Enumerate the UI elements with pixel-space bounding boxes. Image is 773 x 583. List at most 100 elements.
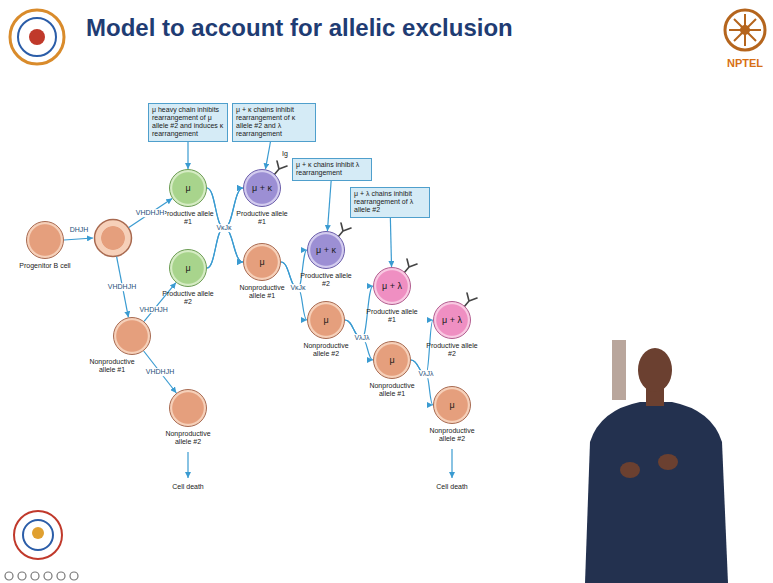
fate-label: Cell death <box>436 483 468 491</box>
chain-label: μ <box>185 183 190 193</box>
nav-icon <box>70 572 78 580</box>
nav-icons <box>5 572 78 580</box>
rearrangement-label: VλJλ <box>417 370 434 378</box>
b-cell: Progenitor B cell <box>26 221 64 259</box>
rearrangement-label: VλJλ <box>353 334 370 342</box>
bottom-logo <box>14 511 62 559</box>
presenter-hand <box>620 462 640 478</box>
rearrangement-label: VκJκ <box>215 224 232 232</box>
rearrangement-label: DHJH <box>69 226 90 234</box>
callout-text: μ + κ chains inhibit rearrangement of κ … <box>236 106 312 138</box>
nav-icon <box>5 572 13 580</box>
ig-label: Ig <box>282 150 288 158</box>
logo-core <box>740 25 750 35</box>
nav-icon <box>18 572 26 580</box>
video-glitch <box>612 340 626 400</box>
allele-label: Productive allele #1 <box>232 210 292 227</box>
rearrangement-connector <box>265 142 270 169</box>
logo-spokes <box>729 14 761 46</box>
allele-label: Nonproductive allele #2 <box>422 427 482 444</box>
rearrangement-connector <box>281 250 307 288</box>
presenter-head <box>638 348 672 392</box>
rearrangement-label: VHDHJH <box>135 209 165 217</box>
callout-box: μ + κ chains inhibit rearrangement of κ … <box>232 103 316 142</box>
callout-text: μ heavy chain inhibits rearrangement of … <box>152 106 224 138</box>
chain-label: μ + κ <box>316 245 336 255</box>
slide-title: Model to account for allelic exclusion <box>86 14 513 42</box>
callout-box: μ heavy chain inhibits rearrangement of … <box>148 103 228 142</box>
nav-icon <box>57 572 65 580</box>
b-cell: μNonproductive allele #1 <box>373 341 411 379</box>
rearrangement-connector <box>207 228 243 268</box>
b-cell: μ + λProductive allele #1 <box>373 267 411 305</box>
chain-label: μ <box>185 263 190 273</box>
rearrangement-connector <box>187 142 188 169</box>
chain-label: μ <box>389 355 394 365</box>
b-cell: μNonproductive allele #2 <box>307 301 345 339</box>
chain-label: μ + λ <box>442 315 462 325</box>
logo-ring <box>23 520 53 550</box>
presenter <box>585 340 728 583</box>
chain-label: μ + λ <box>382 281 402 291</box>
rearrangement-label: VHDHJH <box>145 368 175 376</box>
fate-label: Cell death <box>172 483 204 491</box>
callout-text: μ + κ chains inhibit λ rearrangement <box>296 161 368 177</box>
nptel-logo <box>725 10 765 50</box>
rearrangement-label: VHDHJH <box>107 283 137 291</box>
b-cell: Nonproductive allele #2 <box>169 389 207 427</box>
rearrangement-connector <box>144 351 177 393</box>
b-cell: μ + λProductive allele #2 <box>433 301 471 339</box>
allele-label: Nonproductive allele #1 <box>82 358 142 375</box>
allele-label: Productive allele #2 <box>422 342 482 359</box>
institute-logo <box>10 10 64 64</box>
nav-icon <box>44 572 52 580</box>
logo-core <box>32 527 44 539</box>
nav-icon <box>31 572 39 580</box>
rearrangement-arrow <box>64 238 93 240</box>
antibody-icon <box>404 259 417 273</box>
logo-ring <box>18 18 56 56</box>
chain-label: μ <box>259 257 264 267</box>
antibody-icon <box>464 293 477 307</box>
antibody-icon <box>338 223 351 237</box>
allele-label: Nonproductive allele #1 <box>232 284 292 301</box>
allele-label: Productive allele #1 <box>362 308 422 325</box>
b-cell: Nonproductive allele #1 <box>113 317 151 355</box>
allele-label: Progenitor B cell <box>15 262 75 270</box>
chain-label: μ <box>449 400 454 410</box>
b-cell: μ + κProductive allele #2 <box>307 231 345 269</box>
logo-text: NPTEL <box>727 57 763 69</box>
allele-label: Nonproductive allele #1 <box>362 382 422 399</box>
rearrangement-connector <box>327 181 331 231</box>
rearrangement-connector <box>345 320 373 360</box>
logo-core <box>29 29 45 45</box>
b-cell-body <box>95 220 132 257</box>
b-cell: μProductive allele #1 <box>169 169 207 207</box>
logo-ring <box>725 10 765 50</box>
allele-label: Nonproductive allele #2 <box>296 342 356 359</box>
b-cell: μNonproductive allele #1 <box>243 243 281 281</box>
rearrangement-connector <box>144 283 176 322</box>
antibody-icon <box>274 161 287 175</box>
callout-box: μ + κ chains inhibit λ rearrangement <box>292 158 372 181</box>
callout-text: μ + λ chains inhibit rearrangement of λ … <box>354 190 426 214</box>
allele-label: Productive allele #1 <box>158 210 218 227</box>
rearrangement-label: VκJκ <box>289 284 306 292</box>
chain-label: μ + κ <box>252 183 272 193</box>
b-cell: μ + κProductive allele #1 <box>243 169 281 207</box>
death-arrow <box>187 452 188 478</box>
chain-label: μ <box>323 315 328 325</box>
antibody-icons <box>274 161 477 307</box>
b-cell: μNonproductive allele #2 <box>433 386 471 424</box>
b-cell <box>95 220 132 257</box>
logo-ring <box>10 10 64 64</box>
presenter-hand <box>658 454 678 470</box>
callout-box: μ + λ chains inhibit rearrangement of λ … <box>350 187 430 218</box>
allele-label: Productive allele #2 <box>158 290 218 307</box>
logo-ring <box>14 511 62 559</box>
death-arrow <box>451 449 452 478</box>
b-cell: μProductive allele #2 <box>169 249 207 287</box>
allele-label: Nonproductive allele #2 <box>158 430 218 447</box>
rearrangement-arrows <box>64 199 452 479</box>
